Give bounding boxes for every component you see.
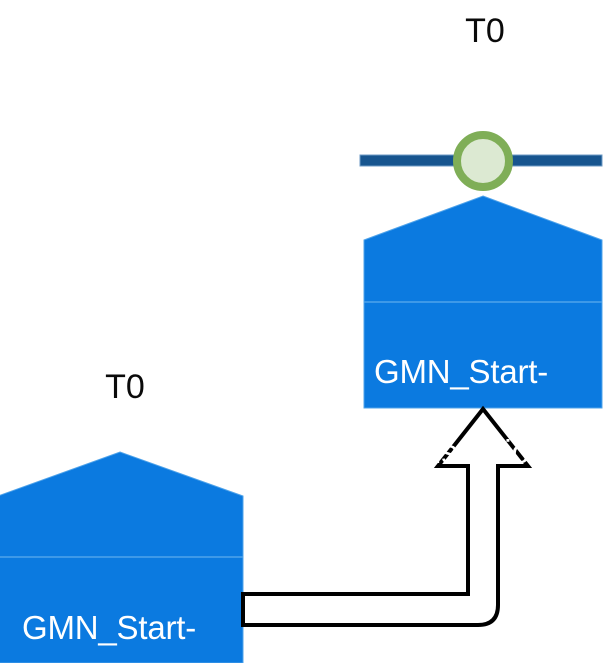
- time-label-bottom-node: T0: [105, 368, 145, 406]
- milestone-circle-icon[interactable]: [453, 131, 513, 191]
- time-label-top-node: T0: [465, 12, 505, 50]
- connector-block-arrow[interactable]: [241, 405, 533, 627]
